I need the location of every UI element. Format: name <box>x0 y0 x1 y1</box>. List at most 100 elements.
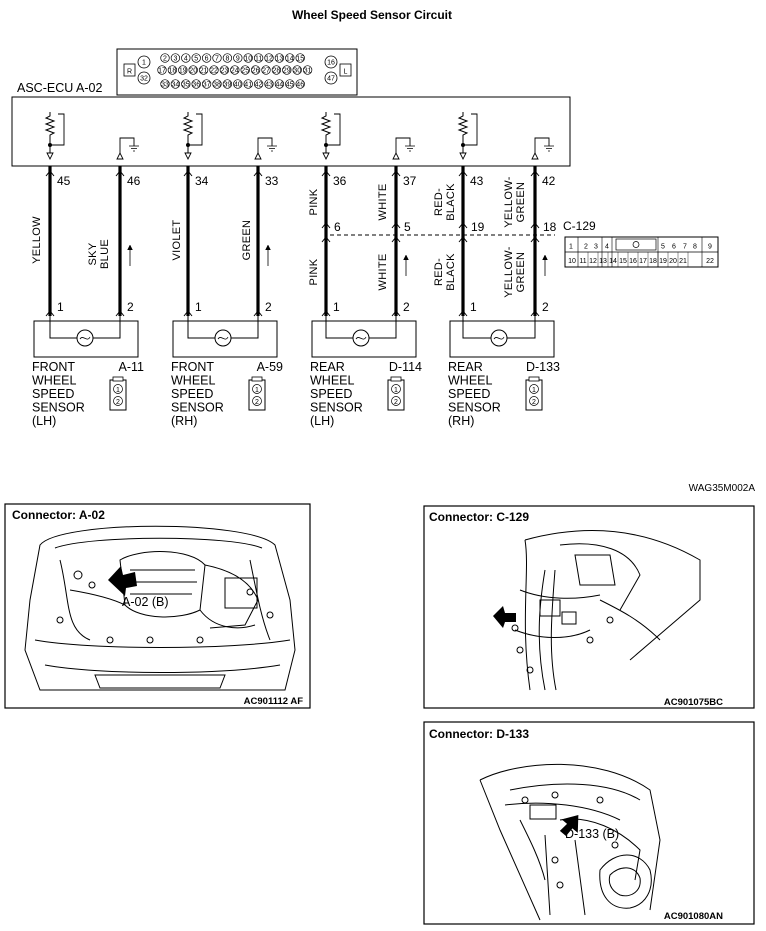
ecu-box <box>11 96 571 167</box>
junction-pin-number: 18 <box>543 220 557 234</box>
ecu-face-pin <box>157 65 167 75</box>
wire-color-label: VIOLET <box>171 220 183 261</box>
ecu-face-left-mark: R <box>127 69 132 76</box>
sensor-name-line: SENSOR <box>448 401 501 415</box>
ecu-terminal <box>531 151 539 160</box>
ecu-face-pin-label: 25 <box>241 67 249 74</box>
ecu-face-pin-label: 24 <box>231 67 239 74</box>
wire-terminal-mark <box>183 170 193 177</box>
ecu-face-right-mark: L <box>344 69 348 76</box>
junction-terminal-mark <box>321 222 331 229</box>
ecu-face-pin <box>160 53 170 63</box>
sensor-name-line: REAR <box>448 360 483 374</box>
wire-terminal-mark <box>458 310 468 317</box>
ecu-face-pin <box>253 53 264 63</box>
c129-pin-label: 8 <box>693 244 697 251</box>
junction-pin-number: 5 <box>404 220 411 234</box>
engine-bay-illustration <box>24 525 296 691</box>
ground-icon <box>129 145 139 152</box>
panel-c129-code: AC901075BC <box>664 697 723 708</box>
sensor-coil-icon <box>79 336 91 340</box>
sensor-connector-pin <box>529 396 539 406</box>
ecu-pullup-resistor <box>182 112 194 145</box>
wire-terminal-mark <box>183 310 193 317</box>
ecu-face-pin <box>191 53 201 63</box>
sensor-name-line: (LH) <box>32 414 56 428</box>
ecu-face-pin <box>198 65 209 75</box>
c129-pin-label: 17 <box>639 258 647 265</box>
ecu-internal-line <box>58 113 65 140</box>
ecu-face-pin <box>212 53 222 63</box>
ecu-face-pin-label: 44 <box>276 81 284 88</box>
ecu-terminal <box>392 151 400 160</box>
sensor-connector-label: A-11 <box>119 360 145 374</box>
sensor-pin-number: 2 <box>542 300 549 314</box>
wire-color-label: YELLOW <box>31 216 43 264</box>
c129-pin-label: 2 <box>584 244 588 251</box>
wire-terminal-mark <box>115 170 125 177</box>
ecu-face-pin <box>191 79 201 89</box>
sensor-connector-pin-label: 1 <box>394 387 398 394</box>
ecu-pin-number: 33 <box>265 174 279 188</box>
ecu-face-pin <box>243 53 253 63</box>
panel-d133: Connector: D-133 D-133 (B) AC901080AN <box>423 721 755 925</box>
c129-pin-label: 7 <box>683 244 687 251</box>
wire-color-label: YELLOW- <box>503 246 515 297</box>
ecu-terminal <box>116 151 124 160</box>
ecu-face-pin <box>222 53 233 63</box>
wire-color-label: SKY <box>87 242 99 265</box>
c129-pin-label: 11 <box>579 258 586 265</box>
c129-pin-label: 16 <box>629 258 637 265</box>
ecu-face-pin-label: 11 <box>255 55 262 62</box>
ecu-face-pin-label: 18 <box>169 67 177 74</box>
sensor-name-line: SPEED <box>171 387 213 401</box>
ecu-pin-number: 42 <box>542 174 556 188</box>
ecu-face-pin-label: 16 <box>327 60 335 67</box>
sensor-connector-label: A-59 <box>257 360 283 374</box>
ecu-face-pin <box>160 79 170 89</box>
ecu-face-pin <box>233 79 243 89</box>
sensor-name-line: SPEED <box>448 387 490 401</box>
ecu-face-pin-label: 13 <box>276 55 284 62</box>
ecu-face-pin <box>212 79 222 89</box>
sensor-pin-number: 2 <box>265 300 272 314</box>
ecu-face-pin <box>137 55 151 69</box>
wire-color-label: BLACK <box>445 253 457 291</box>
wire-terminal-mark <box>391 170 401 177</box>
ecu-face-pin <box>282 65 292 75</box>
ecu-face-pin-label: 42 <box>255 81 263 88</box>
ecu-face-pin <box>274 53 285 63</box>
panel-a02-title: Connector: A-02 <box>12 508 105 522</box>
ecu-pin-number: 45 <box>57 174 71 188</box>
sensor-coil-icon <box>493 336 505 340</box>
rear-body-illustration <box>479 763 661 921</box>
ecu-face-pin <box>324 55 338 69</box>
sensor-connector-pin-label: 1 <box>116 387 120 394</box>
ecu-terminal <box>254 151 262 160</box>
panel-d133-callout: D-133 (B) <box>565 827 619 841</box>
sensor-connector-pin <box>113 384 123 394</box>
ecu-face-pin-label: 1 <box>142 60 146 67</box>
panel-d133-title: Connector: D-133 <box>429 727 529 741</box>
ecu-ground-line <box>534 137 550 158</box>
wire-terminal-mark <box>45 310 55 317</box>
wire-terminal-mark <box>253 310 263 317</box>
sensor-pin-number: 2 <box>403 300 410 314</box>
ecu-face-pin-label: 15 <box>296 55 304 62</box>
sensor-connector-pin-label: 1 <box>255 387 259 394</box>
signal-arrow-icon <box>542 254 548 261</box>
ecu-face-pin <box>243 79 253 89</box>
wire-color-label: PINK <box>308 258 320 285</box>
sensor-internal-line <box>325 316 397 339</box>
sensor-name-line: WHEEL <box>448 374 493 388</box>
diagram-title: Wheel Speed Sensor Circuit <box>292 8 452 22</box>
ecu-face-pin <box>250 65 261 75</box>
sensor-connector-latch <box>251 376 263 382</box>
c129-pin-label: 4 <box>605 244 609 251</box>
ecu-face-pin-label: 4 <box>184 55 188 62</box>
sensor-connector-pin-label: 1 <box>532 387 536 394</box>
panel-a02-callout: A-02 (B) <box>122 595 169 609</box>
junction-terminal-mark <box>391 222 401 229</box>
